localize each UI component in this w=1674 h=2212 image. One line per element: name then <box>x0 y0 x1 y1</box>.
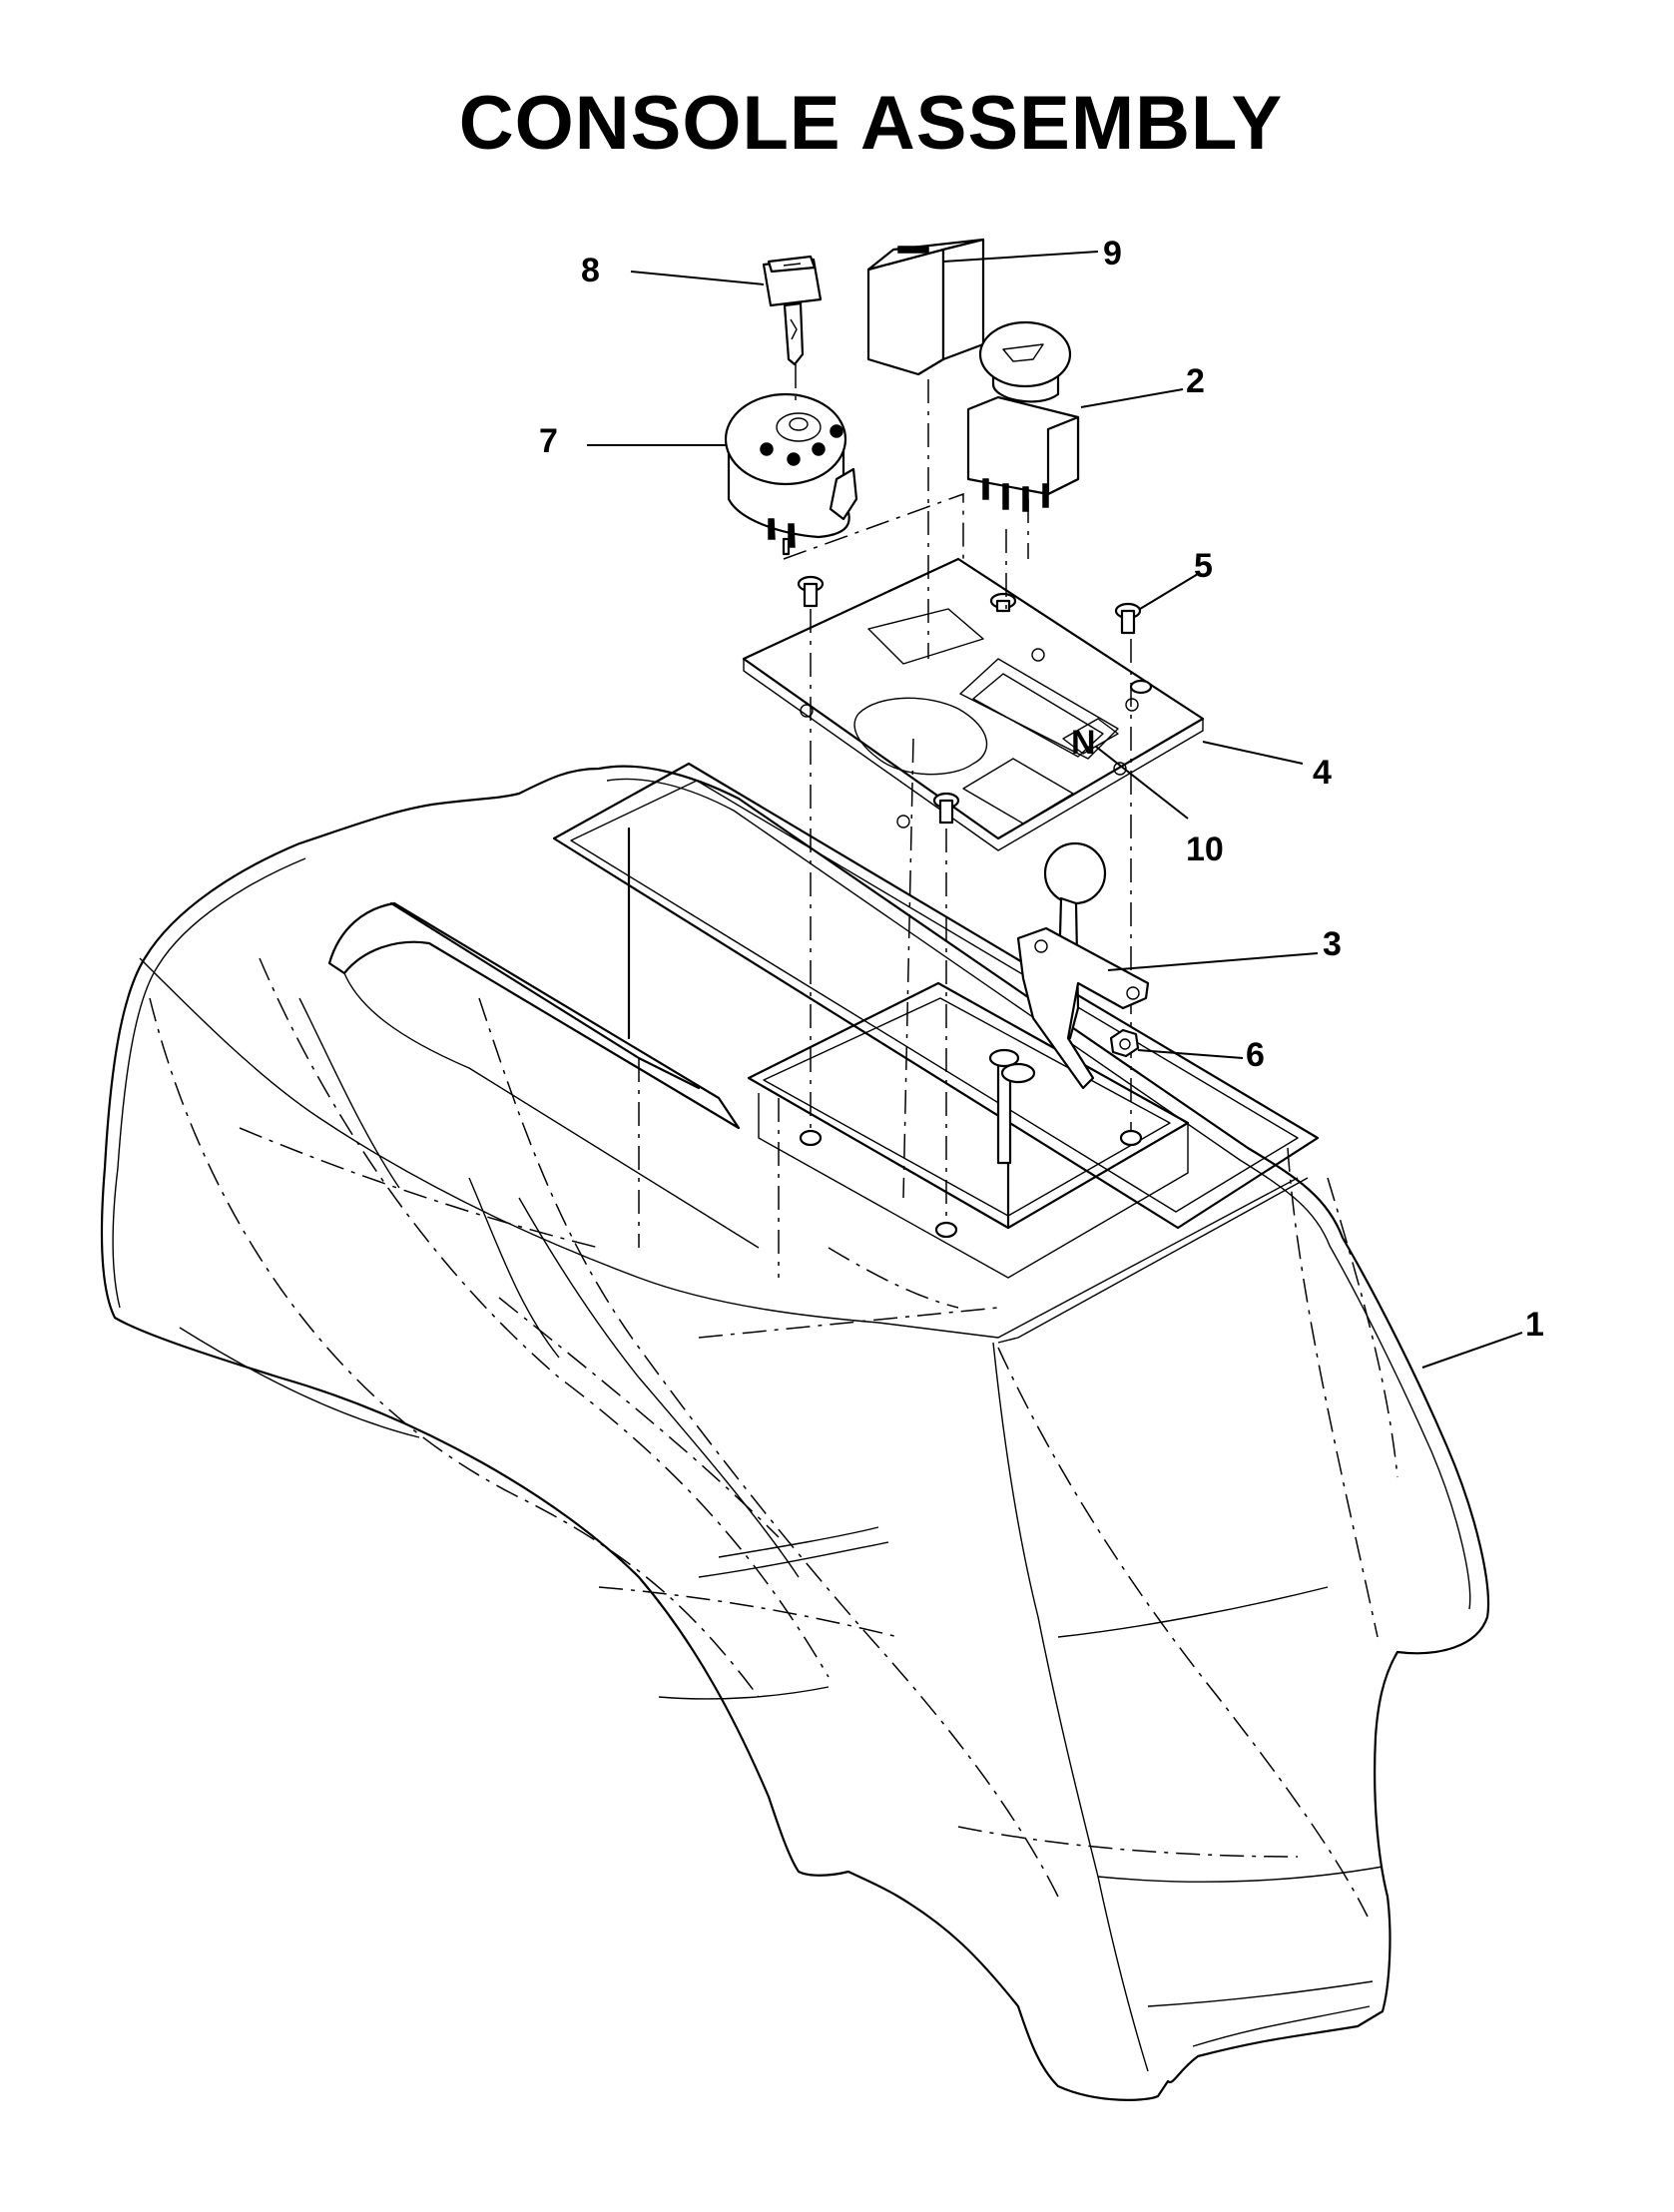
leader-2 <box>1080 388 1184 408</box>
callout-9: 9 <box>1103 235 1122 273</box>
throttle-lever <box>988 841 1150 1165</box>
throttle-decal: N <box>1062 718 1119 762</box>
leader-9 <box>942 251 1099 263</box>
leader-10 <box>1095 746 1189 820</box>
callout-1: 1 <box>1525 1306 1544 1344</box>
leader-4 <box>1202 741 1304 765</box>
control-plate <box>742 557 1205 851</box>
callout-2: 2 <box>1186 362 1205 400</box>
svg-text:N: N <box>1071 724 1096 762</box>
callout-8: 8 <box>581 252 600 289</box>
callout-7: 7 <box>539 422 558 460</box>
ignition-key <box>762 255 823 404</box>
hex-nut <box>1109 1028 1140 1058</box>
console-body <box>100 762 1490 2101</box>
screw-front <box>932 792 960 825</box>
leader-6 <box>1137 1049 1244 1059</box>
hour-meter <box>866 238 985 376</box>
ignition-switch <box>724 392 858 556</box>
screw-back <box>989 592 1017 613</box>
screws <box>797 575 1153 825</box>
screw-right <box>1114 602 1142 635</box>
assembly-lines <box>783 379 1132 1228</box>
callout-4: 4 <box>1313 754 1332 792</box>
leader-5 <box>1139 573 1199 610</box>
callout-10: 10 <box>1186 830 1224 868</box>
leader-3 <box>1107 952 1319 971</box>
screw-left <box>797 575 825 608</box>
callout-3: 3 <box>1323 925 1342 963</box>
screw-side <box>1129 679 1153 695</box>
pto-switch <box>966 320 1080 512</box>
leader-8 <box>630 271 765 285</box>
callout-labels: 1 2 3 4 5 6 7 8 9 10 <box>539 235 1544 1344</box>
callout-6: 6 <box>1246 1036 1265 1074</box>
console-fasteners <box>799 1129 1143 1239</box>
leader-1 <box>1421 1332 1523 1369</box>
page-title: CONSOLE ASSEMBLY <box>458 81 1284 166</box>
leader-lines <box>587 251 1523 1369</box>
callout-5: 5 <box>1194 547 1213 585</box>
